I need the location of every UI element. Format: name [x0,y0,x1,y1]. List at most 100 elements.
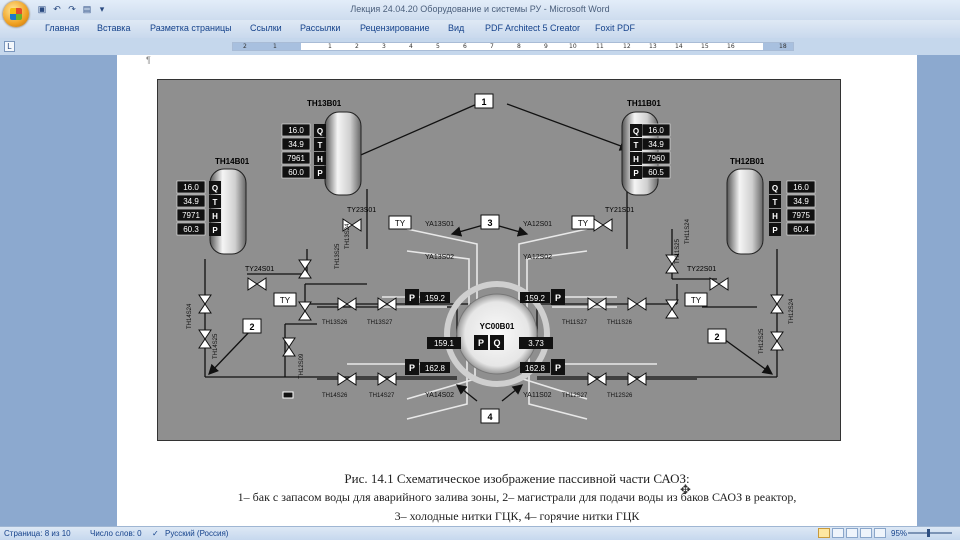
ruler-number: 18 [779,43,787,50]
svg-text:YA12S02: YA12S02 [523,254,552,261]
param-letter: H [317,155,323,164]
param-letter-box [769,181,781,194]
page-count[interactable]: Страница: 8 из 10 [4,529,71,538]
tab-mailings[interactable]: Рассылки [300,23,341,33]
reactor-q-label: Q [493,338,500,348]
reactor-p-label: P [478,338,484,348]
param-letter-box [209,223,221,236]
param-letter: P [633,169,639,178]
tab-references[interactable]: Ссылки [250,23,282,33]
title-bar: ▣ ↶ ↷ ▤ ▾ Лекция 24.04.20 Оборудование и… [0,0,960,27]
ruler-number: 8 [517,43,521,50]
ruler-number: 5 [436,43,440,50]
param-value-box [176,222,206,236]
document-workspace: ¶ [0,55,960,526]
valve-icon [337,297,357,311]
param-letter: T [318,141,323,150]
param-letter: H [633,155,639,164]
svg-text:TH12S25: TH12S25 [759,328,765,354]
figure-caption-title: Рис. 14.1 Схематическое изображение пасс… [344,471,690,486]
ruler-number: 12 [623,43,631,50]
valve-icon [198,329,212,349]
pressure-value: 159.2 [425,294,446,303]
param-value-box [786,208,816,222]
reactor: YC00B01 P Q 159.1 3.73 [427,281,553,387]
language-indicator[interactable]: Русский (Россия) [165,529,229,538]
view-full-screen-button[interactable] [832,528,844,538]
view-web-layout-button[interactable] [846,528,858,538]
svg-text:TH11S24: TH11S24 [685,218,691,244]
spellcheck-icon[interactable]: ✓ [152,529,159,538]
valve-icon [587,297,607,311]
zoom-slider[interactable] [908,532,952,534]
undo-icon[interactable]: ↶ [53,4,61,14]
valve-icon [770,331,784,351]
zoom-slider-thumb[interactable] [927,529,930,537]
office-button[interactable] [3,1,29,27]
word-count[interactable]: Число слов: 0 [90,529,142,538]
ruler-number: 10 [569,43,577,50]
redo-icon[interactable]: ↷ [68,4,76,14]
quick-access-toolbar: ▣ ↶ ↷ ▤ ▾ [36,3,108,17]
param-value-box [786,222,816,236]
tank-label: TH11B01 [627,99,661,108]
schematic-background [156,78,842,442]
svg-text:TH14S24: TH14S24 [187,303,193,329]
zoom-level[interactable]: 95% [891,529,908,538]
param-value-box [281,123,311,137]
ruler-number: 11 [596,43,604,50]
status-bar: Страница: 8 из 10 Число слов: 0 ✓ Русски… [0,526,960,540]
save-icon[interactable]: ▣ [37,4,47,14]
sensor-label: TY24S01 [245,266,274,273]
tab-pdf-architect[interactable]: PDF Architect 5 Creator [485,23,581,33]
param-value-box [176,194,206,208]
param-letter-box [630,152,642,165]
tab-review[interactable]: Рецензирование [360,23,430,33]
tab-foxit-pdf[interactable]: Foxit PDF [595,23,636,33]
paragraph-mark: ¶ [146,55,151,65]
print-preview-icon[interactable]: ▤ [82,4,92,14]
param-letter: T [773,198,778,207]
horizontal-ruler[interactable]: 2 1 1 2 3 4 5 6 7 8 9 10 11 12 13 14 15 … [232,42,794,51]
param-value-box [176,208,206,222]
view-draft-button[interactable] [874,528,886,538]
param-letter-box [630,124,642,137]
tank-th12b01: TH12B01 [726,157,765,255]
svg-text:P: P [555,293,561,303]
svg-text:TH11S26: TH11S26 [607,320,633,326]
param-value: 60.5 [648,168,664,177]
tab-view[interactable]: Вид [448,23,465,33]
param-value: 16.0 [288,126,304,135]
param-letter: P [212,226,218,235]
figure-caption-line3: 3– холодные нитки ГЦК, 4– горячие нитки … [394,509,640,523]
ruler-number: 1 [328,43,332,50]
ruler-number: 15 [701,43,709,50]
customize-icon[interactable]: ▾ [99,4,105,14]
svg-text:TH14S26: TH14S26 [322,393,348,399]
view-print-layout-button[interactable] [818,528,830,538]
valve-icon [665,299,679,319]
reactor-label: YC00B01 [480,322,515,331]
callouts: 1 2 2 3 4 [242,93,727,424]
param-value: 16.0 [183,183,199,192]
valve-icon [587,372,607,386]
param-value-box [281,165,311,179]
param-value: 34.9 [648,140,664,149]
valve-icon [377,372,397,386]
svg-text:YA12S01: YA12S01 [523,221,552,228]
view-outline-button[interactable] [860,528,872,538]
tab-insert[interactable]: Вставка [97,23,131,33]
tab-selector-button[interactable]: L [4,41,15,52]
window-title: Лекция 24.04.20 Оборудование и системы Р… [350,4,610,14]
ruler-number: 2 [355,43,359,50]
valve-icon [627,372,647,386]
param-letter: H [772,212,778,221]
param-value: 60.0 [288,168,304,177]
valve-icon [770,294,784,314]
callout-2-right: 2 [714,332,719,342]
tab-home[interactable]: Главная [45,23,80,33]
tab-page-layout[interactable]: Разметка страницы [150,23,232,33]
svg-text:TY: TY [280,296,291,305]
